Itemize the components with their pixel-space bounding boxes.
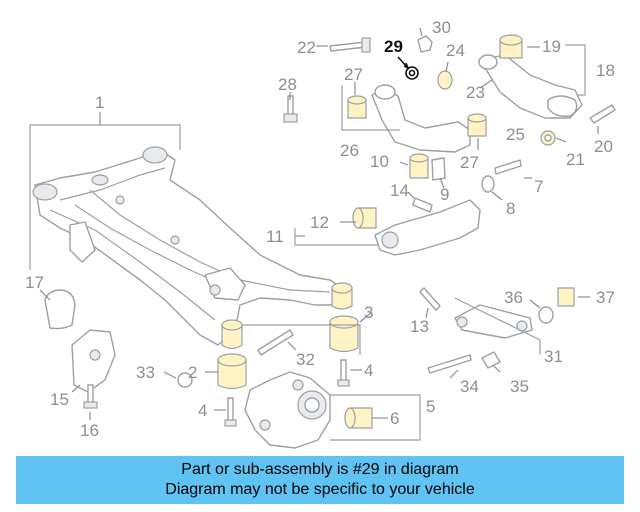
banner-line-2: Diagram may not be specific to your vehi… bbox=[165, 481, 475, 498]
callout-31: 31 bbox=[544, 347, 563, 366]
info-banner: Part or sub-assembly is #29 in diagram D… bbox=[16, 456, 624, 504]
callout-15: 15 bbox=[50, 390, 69, 409]
bolt-34 bbox=[427, 354, 472, 374]
callout-7: 7 bbox=[534, 177, 543, 196]
callout-1: 1 bbox=[95, 93, 104, 112]
callout-13: 13 bbox=[410, 317, 429, 336]
bolt-16 bbox=[83, 384, 98, 409]
callout-23: 23 bbox=[466, 83, 485, 102]
nut-33 bbox=[177, 372, 193, 388]
nut-30 bbox=[417, 35, 433, 53]
callout-35: 35 bbox=[510, 377, 529, 396]
subframe-bushing-3 bbox=[329, 282, 359, 353]
callout-10: 10 bbox=[370, 152, 389, 171]
bolt-7 bbox=[494, 159, 522, 175]
bushing-24 bbox=[437, 70, 453, 90]
callout-12: 12 bbox=[310, 213, 329, 232]
bolt-22 bbox=[329, 37, 371, 53]
bracket-9 bbox=[431, 157, 446, 181]
bushing-21 bbox=[540, 130, 556, 146]
washer-36 bbox=[538, 306, 554, 324]
callout-4b: 4 bbox=[364, 361, 373, 380]
bushing-17 bbox=[44, 289, 76, 330]
callout-25: 25 bbox=[506, 125, 525, 144]
bolt-32 bbox=[257, 329, 294, 356]
callout-2: 2 bbox=[188, 363, 197, 382]
callout-22: 22 bbox=[297, 38, 316, 57]
callout-29: 29 bbox=[384, 37, 403, 56]
bolt-13 bbox=[419, 287, 441, 311]
upper-control-link-26 bbox=[347, 84, 487, 153]
subframe-bushing-2 bbox=[217, 319, 247, 390]
callout-33: 33 bbox=[136, 363, 155, 382]
lower-control-arm-18 bbox=[478, 34, 583, 119]
callout-17: 17 bbox=[25, 273, 44, 292]
callout-27: 27 bbox=[344, 65, 363, 84]
washer-8 bbox=[481, 175, 495, 193]
upper-arm-11 bbox=[352, 199, 481, 256]
callout-32: 32 bbox=[296, 350, 315, 369]
highlighted-part-29 bbox=[397, 56, 419, 80]
callout-11: 11 bbox=[266, 227, 284, 246]
rear-subframe-crossmember bbox=[32, 146, 346, 346]
callout-37: 37 bbox=[596, 288, 615, 307]
callout-14: 14 bbox=[390, 181, 409, 200]
exploded-parts-diagram: 1 2 3 4 4 5 6 7 8 9 10 11 12 13 14 15 16… bbox=[25, 18, 616, 449]
nut-35 bbox=[481, 351, 501, 369]
callout-4: 4 bbox=[198, 401, 207, 420]
callout-21: 21 bbox=[566, 150, 585, 169]
callout-5: 5 bbox=[426, 397, 435, 416]
bolt-4 bbox=[224, 359, 350, 427]
callout-9: 9 bbox=[440, 185, 449, 204]
callout-34: 34 bbox=[460, 377, 479, 396]
bolt-20 bbox=[589, 104, 616, 124]
callout-36: 36 bbox=[504, 288, 523, 307]
bushing-10 bbox=[409, 153, 429, 179]
banner-line-1: Part or sub-assembly is #29 in diagram bbox=[181, 461, 459, 478]
callout-3: 3 bbox=[364, 303, 373, 322]
callout-6: 6 bbox=[390, 409, 399, 428]
callout-20: 20 bbox=[594, 137, 613, 156]
callout-26: 26 bbox=[340, 141, 359, 160]
bushing-37 bbox=[557, 287, 575, 307]
mount-bracket-15 bbox=[71, 329, 116, 393]
callout-28: 28 bbox=[278, 75, 297, 94]
lateral-link-31 bbox=[454, 304, 533, 339]
callout-27b: 27 bbox=[460, 153, 479, 172]
bolt-14 bbox=[412, 197, 433, 213]
callout-30: 30 bbox=[432, 18, 451, 37]
callout-24: 24 bbox=[446, 41, 465, 60]
callout-16: 16 bbox=[80, 421, 99, 440]
rear-knuckle bbox=[244, 371, 373, 449]
callout-18: 18 bbox=[596, 61, 615, 80]
callout-19: 19 bbox=[542, 37, 561, 56]
callout-8: 8 bbox=[506, 199, 515, 218]
